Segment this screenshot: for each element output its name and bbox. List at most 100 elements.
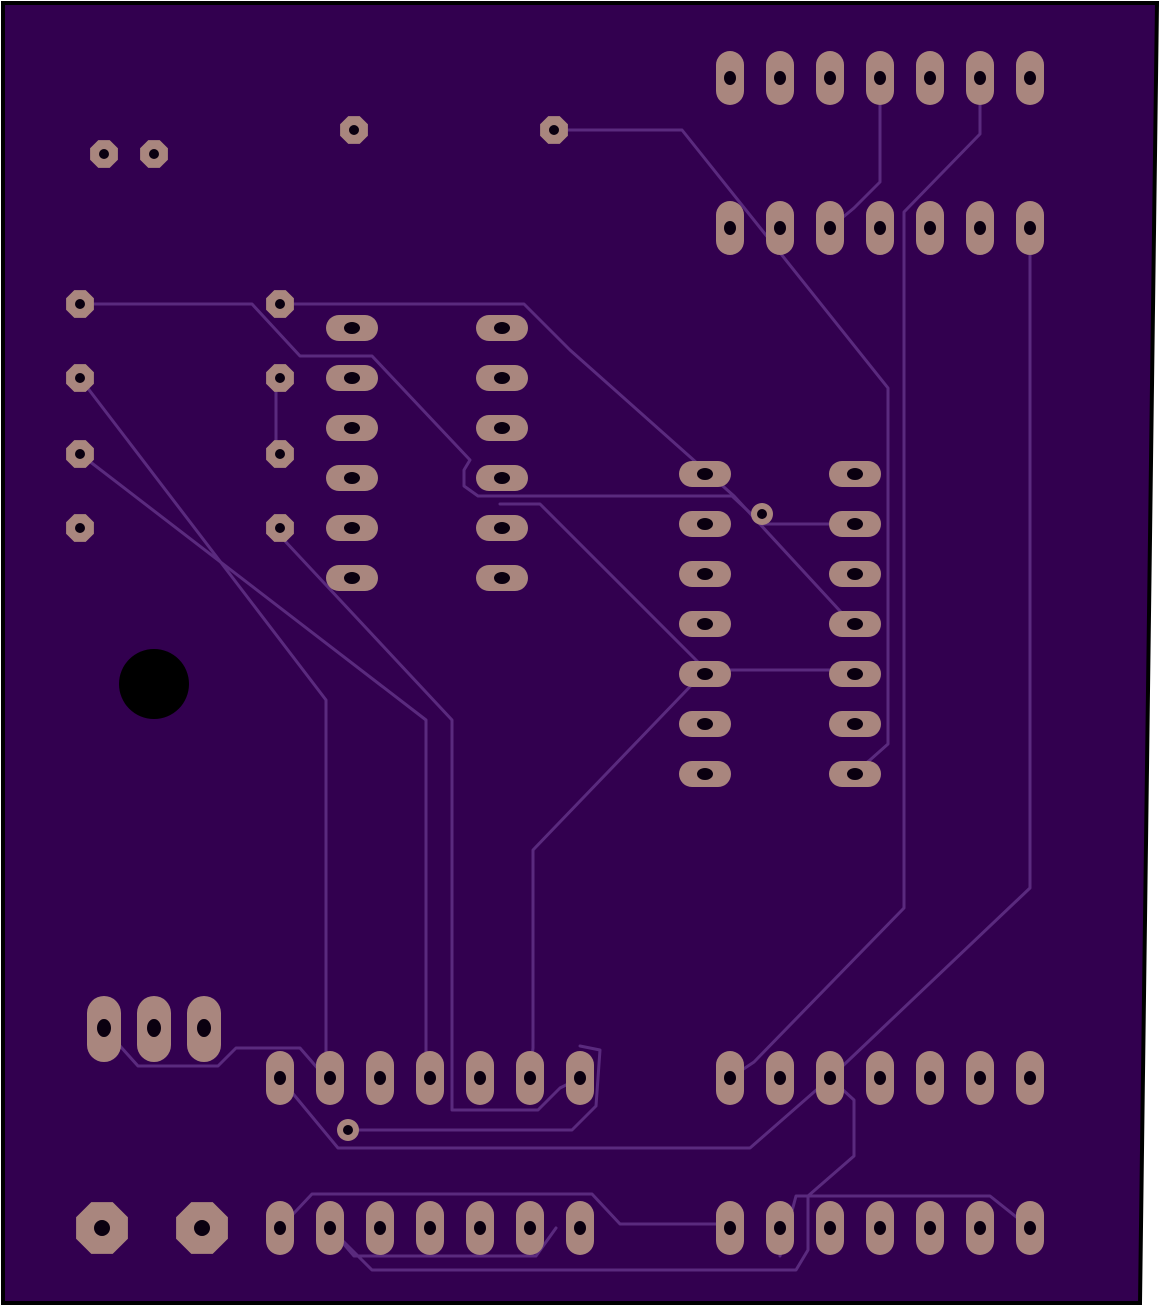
ic2-pad-right-5-drill <box>847 668 863 680</box>
ic2-pad-right-7-drill <box>847 768 863 780</box>
header-bottom-left-b-pad-2-drill <box>324 1221 336 1235</box>
small-pad-col2-1-drill <box>275 299 285 309</box>
header-top-b-pad-7-drill <box>1024 221 1036 235</box>
header-top-a-pad-6-drill <box>974 71 986 85</box>
connector-3pin-pad-1-drill <box>97 1019 111 1037</box>
connector-3pin-pad-2-drill <box>147 1019 161 1037</box>
header-top-a-pad-1-drill <box>724 71 736 85</box>
trace-4 <box>78 452 428 1080</box>
header-top-a-pad-7-drill <box>1024 71 1036 85</box>
ic1-pad-left-5-drill <box>344 522 360 534</box>
header-bottom-right-a-pad-2-drill <box>774 1071 786 1085</box>
small-pad-col2-4-drill <box>275 523 285 533</box>
header-bottom-right-b-pad-6-drill <box>974 1221 986 1235</box>
small-pad-col1-1-drill <box>75 299 85 309</box>
ic1-pad-left-6-drill <box>344 572 360 584</box>
ic2-pad-left-2-drill <box>697 518 713 530</box>
large-pad-1-drill <box>94 1220 110 1236</box>
ic2-pad-left-5-drill <box>697 668 713 680</box>
via-2-drill <box>343 1125 353 1135</box>
header-bottom-right-b-pad-3-drill <box>824 1221 836 1235</box>
header-bottom-right-b-pad-5-drill <box>924 1221 936 1235</box>
ic2-pad-right-3-drill <box>847 568 863 580</box>
large-pad-2-drill <box>194 1220 210 1236</box>
header-bottom-left-b-pad-7-drill <box>574 1221 586 1235</box>
header-bottom-left-b-pad-6-drill <box>524 1221 536 1235</box>
ic1-pad-right-2-drill <box>494 372 510 384</box>
ic1-pad-left-1-drill <box>344 322 360 334</box>
header-bottom-left-b-pad-4-drill <box>424 1221 436 1235</box>
small-pad-top-3-drill <box>349 125 359 135</box>
ic2-pad-right-6-drill <box>847 718 863 730</box>
ic2-pad-right-1-drill <box>847 468 863 480</box>
ic1-pad-right-5-drill <box>494 522 510 534</box>
trace-16 <box>346 1044 602 1132</box>
header-bottom-right-b-pad-2-drill <box>774 1221 786 1235</box>
header-bottom-right-a-pad-3-drill <box>824 1071 836 1085</box>
header-top-a-pad-3-drill <box>824 71 836 85</box>
header-top-b-pad-4-drill <box>874 221 886 235</box>
small-pad-col1-2-drill <box>75 373 85 383</box>
ic1-pad-right-3-drill <box>494 422 510 434</box>
trace-18 <box>278 1192 732 1230</box>
header-bottom-left-a-pad-6-drill <box>524 1071 536 1085</box>
header-top-a-pad-4-drill <box>874 71 886 85</box>
small-pad-top-1-drill <box>99 149 109 159</box>
header-top-b-pad-1-drill <box>724 221 736 235</box>
ic2-pad-left-1-drill <box>697 468 713 480</box>
ic2-pad-left-3-drill <box>697 568 713 580</box>
small-pad-col2-2-drill <box>275 373 285 383</box>
small-pad-col1-3-drill <box>75 449 85 459</box>
mounting-hole <box>119 649 189 719</box>
header-bottom-left-a-pad-2-drill <box>324 1071 336 1085</box>
header-bottom-left-a-pad-1-drill <box>274 1071 286 1085</box>
ic2-pad-right-4-drill <box>847 618 863 630</box>
header-bottom-right-a-pad-4-drill <box>874 1071 886 1085</box>
header-top-b-pad-6-drill <box>974 221 986 235</box>
header-bottom-right-b-pad-7-drill <box>1024 1221 1036 1235</box>
header-top-b-pad-5-drill <box>924 221 936 235</box>
trace-13 <box>828 226 1032 1080</box>
header-top-b-pad-2-drill <box>774 221 786 235</box>
ic1-pad-left-3-drill <box>344 422 360 434</box>
via-1-drill <box>757 509 767 519</box>
header-bottom-right-a-pad-6-drill <box>974 1071 986 1085</box>
ic1-pad-left-4-drill <box>344 472 360 484</box>
small-pad-top-4-drill <box>549 125 559 135</box>
header-bottom-right-b-pad-4-drill <box>874 1221 886 1235</box>
header-bottom-right-a-pad-7-drill <box>1024 1071 1036 1085</box>
trace-7 <box>498 502 708 672</box>
trace-11 <box>728 76 982 1080</box>
header-bottom-right-b-pad-1-drill <box>724 1221 736 1235</box>
header-bottom-left-a-pad-7-drill <box>574 1071 586 1085</box>
ic1-pad-left-2-drill <box>344 372 360 384</box>
small-pad-col1-4-drill <box>75 523 85 533</box>
trace-3 <box>78 376 328 1080</box>
header-top-a-pad-2-drill <box>774 71 786 85</box>
ic2-pad-left-4-drill <box>697 618 713 630</box>
ic1-pad-right-6-drill <box>494 572 510 584</box>
ic1-pad-right-4-drill <box>494 472 510 484</box>
header-bottom-left-a-pad-3-drill <box>374 1071 386 1085</box>
header-bottom-left-b-pad-3-drill <box>374 1221 386 1235</box>
header-bottom-left-b-pad-1-drill <box>274 1221 286 1235</box>
header-bottom-right-a-pad-5-drill <box>924 1071 936 1085</box>
ic2-pad-right-2-drill <box>847 518 863 530</box>
trace-17 <box>328 1076 856 1272</box>
small-pad-col2-3-drill <box>275 449 285 459</box>
ic2-pad-left-7-drill <box>697 768 713 780</box>
header-bottom-left-a-pad-5-drill <box>474 1071 486 1085</box>
header-top-b-pad-3-drill <box>824 221 836 235</box>
trace-2 <box>278 302 854 626</box>
ic2-pad-left-6-drill <box>697 718 713 730</box>
trace-15 <box>278 1076 832 1150</box>
header-bottom-right-a-pad-1-drill <box>724 1071 736 1085</box>
header-top-a-pad-5-drill <box>924 71 936 85</box>
small-pad-top-2-drill <box>149 149 159 159</box>
connector-3pin-pad-3-drill <box>197 1019 211 1037</box>
header-bottom-left-a-pad-4-drill <box>424 1071 436 1085</box>
trace-14 <box>102 1026 328 1080</box>
